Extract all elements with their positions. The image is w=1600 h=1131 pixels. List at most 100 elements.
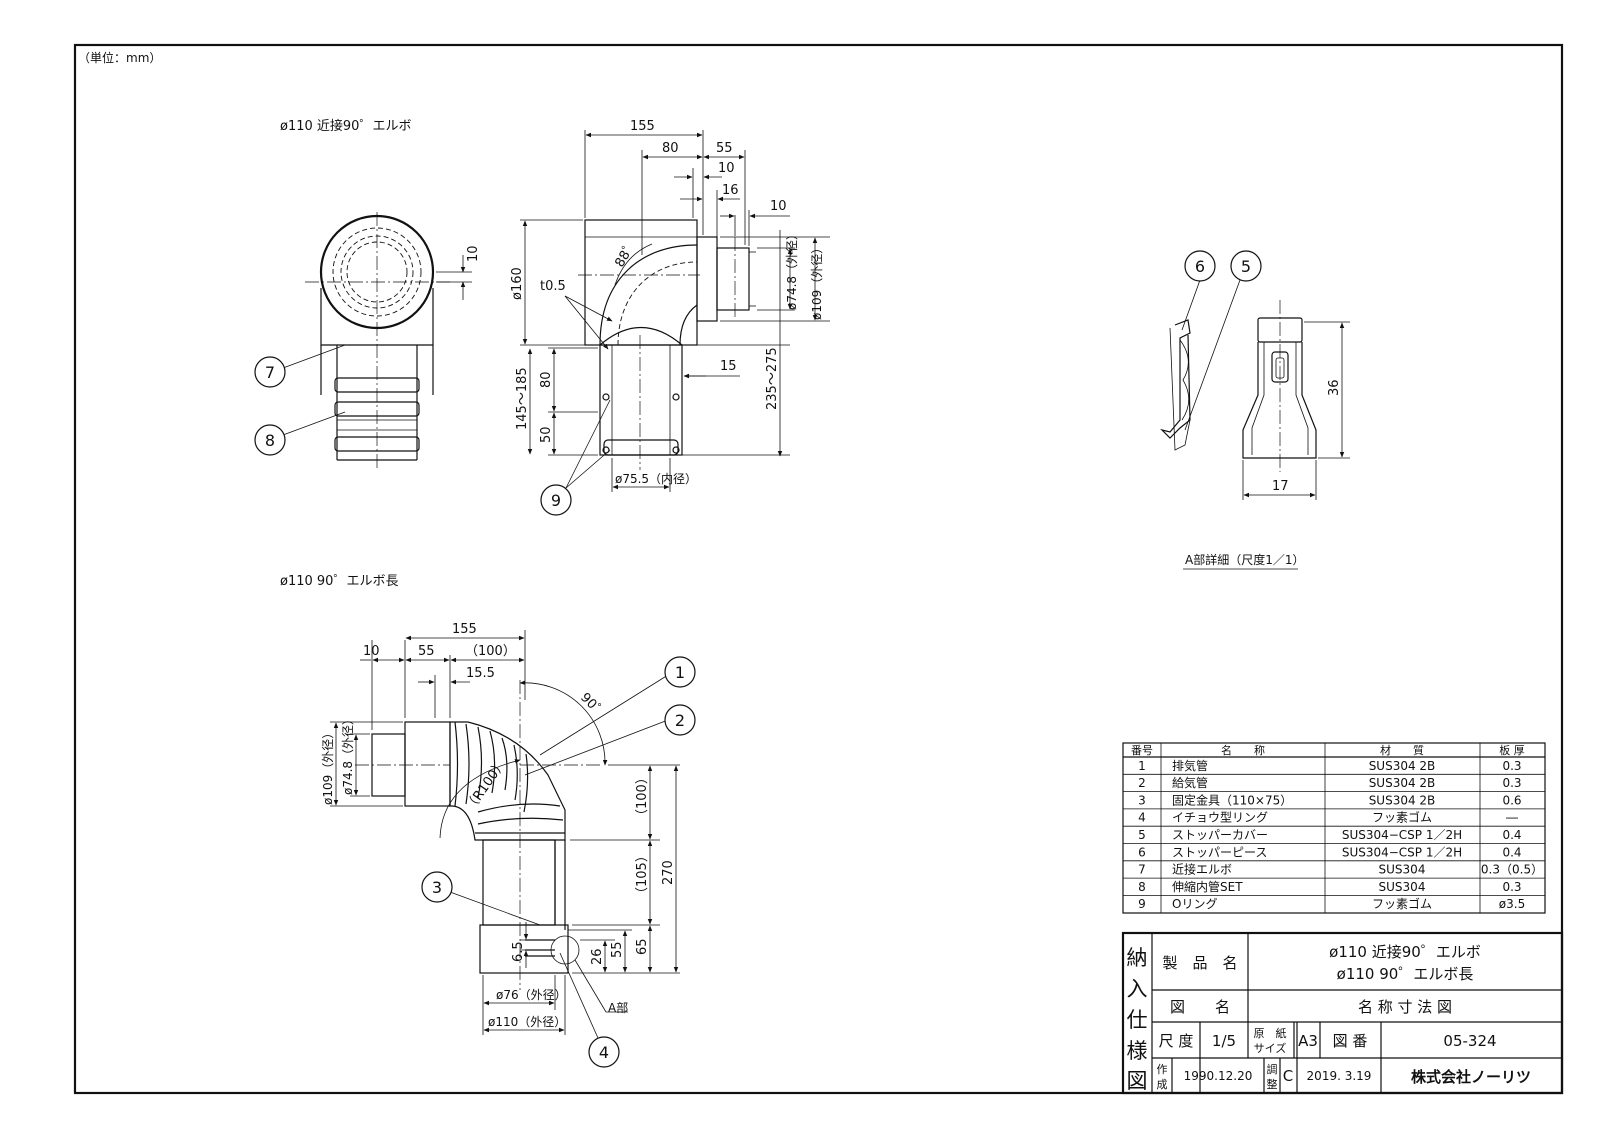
dim-74-8-top: ø74.8（外径） bbox=[785, 228, 799, 310]
top-side-view: 155 80 55 10 16 10 ø74.8（外径） ø109（外径） 23… bbox=[510, 119, 830, 492]
svg-text:1: 1 bbox=[675, 663, 685, 682]
table-cell: 4 bbox=[1138, 811, 1146, 825]
table-cell: 排気管 bbox=[1172, 758, 1208, 773]
dim-10-a: 10 bbox=[718, 161, 735, 176]
table-cell: SUS304 2B bbox=[1369, 759, 1436, 773]
dim-90: 90゜ bbox=[577, 690, 608, 721]
svg-text:2: 2 bbox=[675, 711, 685, 730]
table-cell: 0.4 bbox=[1502, 828, 1521, 842]
balloon-8: 8 bbox=[254, 411, 346, 456]
side-char-3: 仕 bbox=[1127, 1008, 1148, 1032]
th-name: 名 称 bbox=[1221, 743, 1265, 757]
product-line-1: ø110 近接90゜エルボ bbox=[1329, 943, 1481, 961]
dim-36: 36 bbox=[1327, 379, 1342, 396]
bottom-view-title: ø110 90゜エルボ長 bbox=[280, 574, 398, 589]
dim-26: 26 bbox=[590, 948, 605, 965]
dim-145-185: 145〜185 bbox=[515, 367, 530, 430]
top-view-title: ø110 近接90゜エルボ bbox=[280, 118, 411, 134]
dim-15: 15 bbox=[720, 359, 737, 374]
table-cell: 0.3 bbox=[1502, 880, 1521, 894]
dim-55-top: 55 bbox=[716, 141, 733, 156]
table-cell: フッ素ゴム bbox=[1372, 896, 1432, 911]
scale-value: 1/5 bbox=[1212, 1032, 1236, 1050]
product-line-2: ø110 90゜エルボ長 bbox=[1337, 965, 1474, 983]
created-label-2: 成 bbox=[1157, 1078, 1168, 1091]
table-cell: 7 bbox=[1138, 863, 1146, 877]
revised-date: 2019. 3.19 bbox=[1307, 1069, 1372, 1083]
table-cell: 0.6 bbox=[1502, 793, 1521, 807]
detail-a-view: 36 17 A部詳細（尺度1／1） bbox=[1160, 300, 1350, 570]
table-cell: Oリング bbox=[1172, 897, 1217, 911]
svg-text:4: 4 bbox=[599, 1043, 609, 1062]
dim-80-left: 80 bbox=[539, 371, 554, 388]
number-value: 05-324 bbox=[1443, 1032, 1496, 1050]
dim-75-5: ø75.5（内径） bbox=[615, 472, 697, 486]
created-date: 1990.12.20 bbox=[1184, 1069, 1253, 1083]
dim-10-top: 10 bbox=[466, 245, 481, 262]
dim-76: ø76（外径） bbox=[496, 988, 567, 1002]
dim-50: 50 bbox=[539, 426, 554, 443]
balloon-7: 7 bbox=[254, 344, 346, 388]
table-cell: イチョウ型リング bbox=[1172, 811, 1268, 825]
scale-label: 尺 度 bbox=[1159, 1032, 1194, 1050]
dim-105: （105） bbox=[635, 849, 650, 900]
dim-6-5: 6.5 bbox=[511, 941, 526, 962]
dim-100-right: （100） bbox=[635, 771, 650, 822]
paper-label-1: 原 紙 bbox=[1254, 1026, 1287, 1040]
table-cell: 0.3（0.5） bbox=[1481, 863, 1543, 877]
detail-title: A部詳細（尺度1／1） bbox=[1185, 552, 1304, 567]
balloon-1: 1 bbox=[539, 656, 696, 756]
dim-110: ø110（外径） bbox=[488, 1015, 566, 1029]
table-cell: ― bbox=[1506, 811, 1518, 825]
revised-label-1: 調 bbox=[1267, 1062, 1278, 1076]
bottom-elbow-view: （R100） 90゜ 155 10 55 （100） 15.5 bbox=[321, 622, 680, 1035]
table-cell: SUS304 bbox=[1379, 863, 1426, 877]
title-block: 納 入 仕 様 図 製 品 名 ø110 近接90゜エルボ ø110 90゜エル… bbox=[1121, 931, 1564, 1095]
dim-10-bottom: 10 bbox=[363, 644, 380, 659]
svg-text:3: 3 bbox=[432, 878, 442, 897]
dim-55-bottom: 55 bbox=[418, 644, 435, 659]
dim-10-b: 10 bbox=[770, 199, 787, 214]
region-a-circle bbox=[550, 935, 580, 965]
number-label: 図 番 bbox=[1333, 1032, 1368, 1050]
table-cell: 8 bbox=[1138, 880, 1146, 894]
table-cell: 9 bbox=[1138, 897, 1146, 911]
dim-t0-5: t0.5 bbox=[540, 279, 566, 294]
table-cell: 近接エルボ bbox=[1172, 862, 1232, 877]
dim-80-top: 80 bbox=[662, 141, 679, 156]
table-cell: SUS304−CSP 1／2H bbox=[1342, 845, 1462, 859]
table-cell: 給気管 bbox=[1172, 775, 1208, 790]
side-char-4: 様 bbox=[1127, 1039, 1148, 1063]
table-cell: 3 bbox=[1138, 793, 1146, 807]
dim-R100: （R100） bbox=[463, 757, 510, 815]
table-cell: 6 bbox=[1138, 845, 1146, 859]
table-cell: 2 bbox=[1138, 776, 1146, 790]
table-cell: SUS304−CSP 1／2H bbox=[1342, 828, 1462, 842]
dim-15-5: 15.5 bbox=[466, 666, 495, 681]
dim-74-8-bottom: ø74.8（外径） bbox=[341, 713, 355, 795]
table-cell: 0.3 bbox=[1502, 776, 1521, 790]
company-name: 株式会社ノーリツ bbox=[1411, 1068, 1531, 1086]
th-thickness: 板 厚 bbox=[1499, 743, 1525, 757]
dim-65: 65 bbox=[635, 938, 650, 955]
paper-label-2: サイズ bbox=[1254, 1041, 1287, 1055]
th-number: 番号 bbox=[1131, 744, 1153, 757]
svg-text:7: 7 bbox=[265, 363, 275, 382]
svg-text:5: 5 bbox=[1241, 257, 1251, 276]
side-char-5: 図 bbox=[1127, 1069, 1148, 1093]
dim-109-top: ø109（外径） bbox=[810, 242, 824, 320]
region-a-label: A部 bbox=[608, 1000, 628, 1015]
balloon-5: 5 bbox=[1184, 250, 1262, 431]
mid-circle bbox=[332, 227, 422, 317]
dim-55-right: 55 bbox=[610, 941, 625, 958]
table-cell: フッ素ゴム bbox=[1372, 810, 1432, 825]
table-cell: SUS304 bbox=[1379, 880, 1426, 894]
dim-100-top: （100） bbox=[465, 644, 516, 659]
dim-155-top: 155 bbox=[630, 119, 655, 134]
svg-text:8: 8 bbox=[265, 431, 275, 450]
revision: C bbox=[1283, 1067, 1293, 1085]
table-cell: ストッパーピース bbox=[1172, 845, 1267, 859]
created-label-1: 作 bbox=[1157, 1063, 1168, 1076]
